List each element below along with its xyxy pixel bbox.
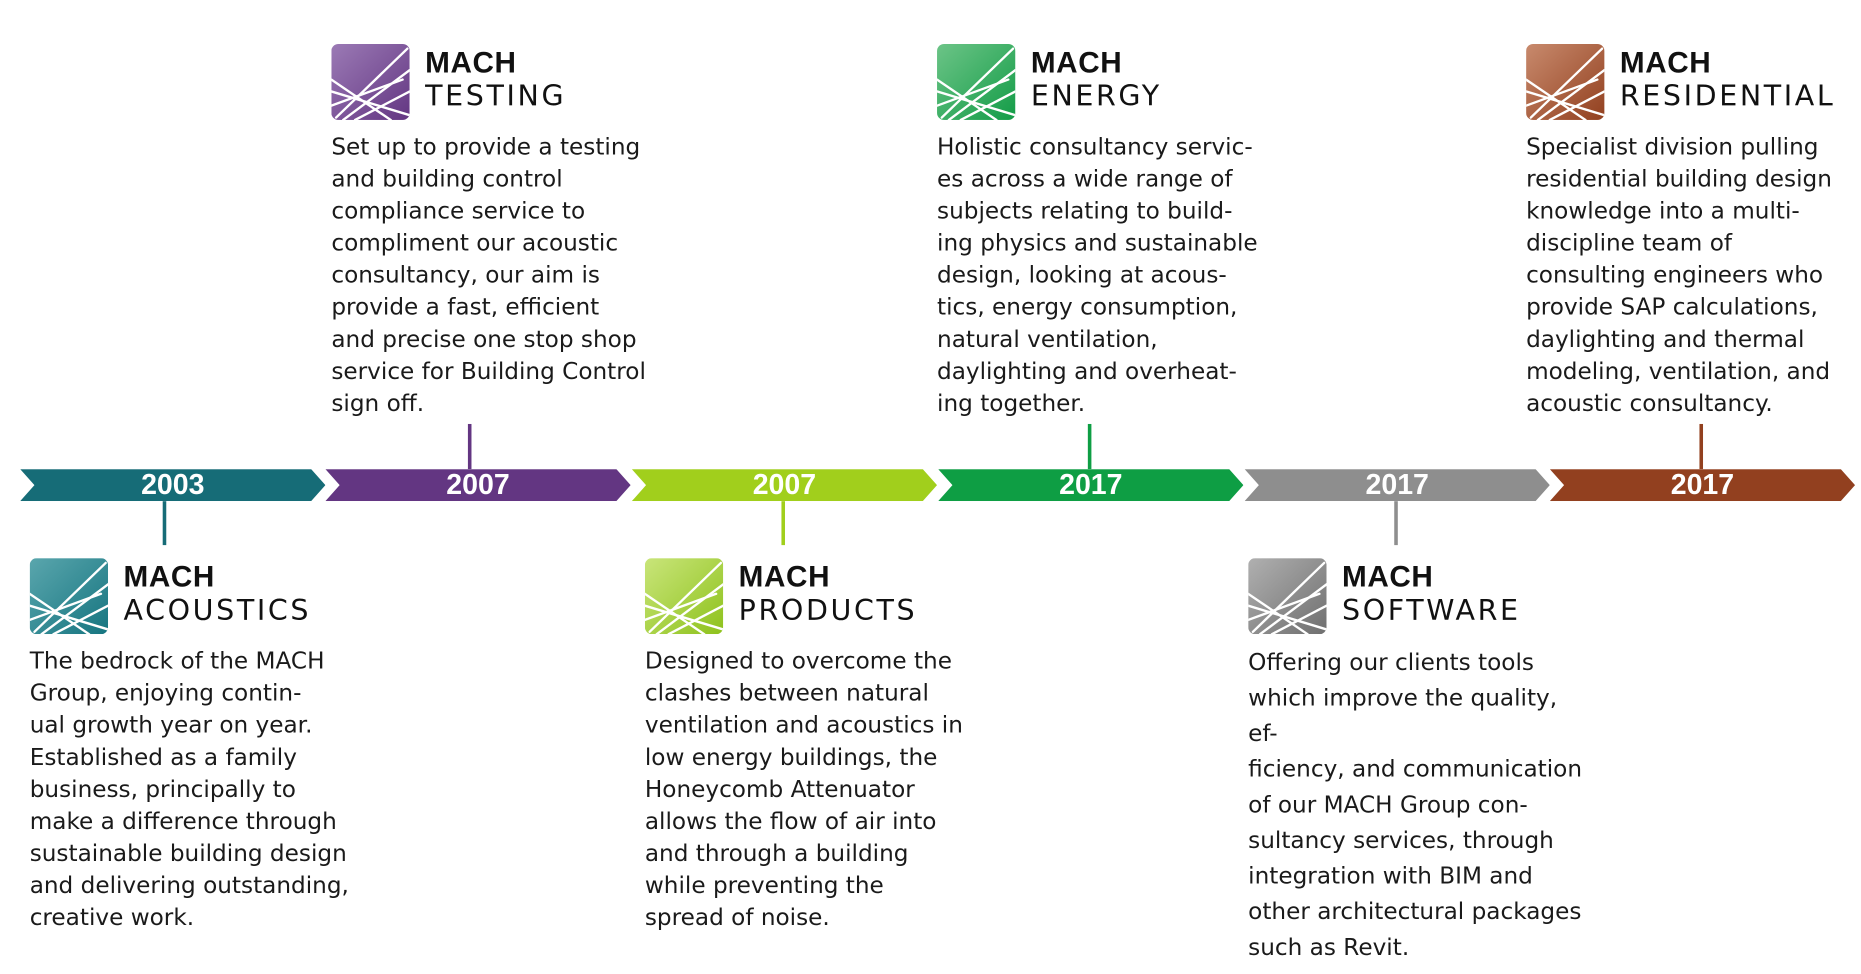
- timeline-segment-2003: 2003: [20, 469, 326, 502]
- division-name: TESTING: [425, 79, 567, 113]
- description: Offering our clients tools which improve…: [1248, 648, 1583, 961]
- logo-acoustics: MACH ACOUSTICS: [29, 558, 357, 635]
- year-label: 2017: [1670, 469, 1735, 502]
- mach-acoustics-icon: [29, 558, 109, 635]
- connector-software: [1394, 501, 1398, 546]
- connector-products: [781, 501, 786, 546]
- brand-name: MACH: [1341, 560, 1434, 594]
- brand-name: MACH: [425, 46, 517, 80]
- year-label: 2007: [752, 469, 817, 502]
- entry-products: MACH PRODUCTS Designed to overcome the c…: [644, 558, 972, 933]
- logo-software: MACH SOFTWARE: [1248, 558, 1592, 635]
- mach-software-icon: [1248, 558, 1327, 635]
- year-label: 2017: [1059, 469, 1123, 502]
- year-label: 2007: [446, 469, 510, 502]
- logo-residential: MACH RESIDENTIAL: [1526, 43, 1853, 120]
- timeline-segment-2017-software: 2017: [1244, 469, 1550, 502]
- timeline-segment-2007-products: 2007: [631, 469, 938, 502]
- brand-name: MACH: [1619, 46, 1712, 80]
- entry-residential: MACH RESIDENTIAL Specialist division pul…: [1526, 43, 1853, 419]
- connector-acoustics: [162, 501, 167, 546]
- division-name: PRODUCTS: [738, 593, 918, 628]
- connector-testing: [467, 423, 472, 470]
- timeline-segment-2017-energy: 2017: [938, 469, 1244, 502]
- mach-products-icon: [644, 558, 724, 635]
- connector-energy: [1087, 423, 1092, 470]
- year-label: 2017: [1365, 469, 1429, 502]
- entry-testing: MACH TESTING Set up to provide a testing…: [331, 43, 658, 419]
- description: Specialist division pulling residential …: [1526, 133, 1832, 417]
- brand-name: MACH: [1030, 46, 1123, 80]
- description: Set up to provide a testing and building…: [331, 133, 646, 417]
- connector-residential: [1699, 423, 1704, 470]
- brand-name: MACH: [123, 560, 215, 594]
- division-name: ACOUSTICS: [123, 593, 312, 628]
- year-label: 2003: [141, 469, 205, 502]
- mach-energy-icon: [937, 43, 1016, 120]
- description: The bedrock of the MACH Group, enjoying …: [29, 647, 349, 932]
- entry-energy: MACH ENERGY Holistic consultancy servic-…: [937, 43, 1264, 419]
- description: Designed to overcome the clashes between…: [644, 647, 963, 932]
- mach-residential-icon: [1526, 43, 1605, 120]
- division-name: RESIDENTIAL: [1619, 79, 1836, 113]
- entry-acoustics: MACH ACOUSTICS The bedrock of the MACH G…: [29, 558, 357, 933]
- timeline-segment-2007-testing: 2007: [325, 469, 631, 502]
- timeline-segment-2017-residential: 2017: [1549, 469, 1856, 502]
- logo-testing: MACH TESTING: [331, 43, 658, 120]
- logo-products: MACH PRODUCTS: [644, 558, 972, 635]
- logo-energy: MACH ENERGY: [937, 43, 1264, 120]
- division-name: SOFTWARE: [1341, 593, 1521, 628]
- brand-name: MACH: [738, 560, 831, 594]
- mach-testing-icon: [331, 43, 410, 120]
- entry-software: MACH SOFTWARE Offering our clients tools…: [1248, 558, 1592, 965]
- description: Holistic consultancy servic- es across a…: [937, 133, 1258, 417]
- division-name: ENERGY: [1030, 79, 1162, 113]
